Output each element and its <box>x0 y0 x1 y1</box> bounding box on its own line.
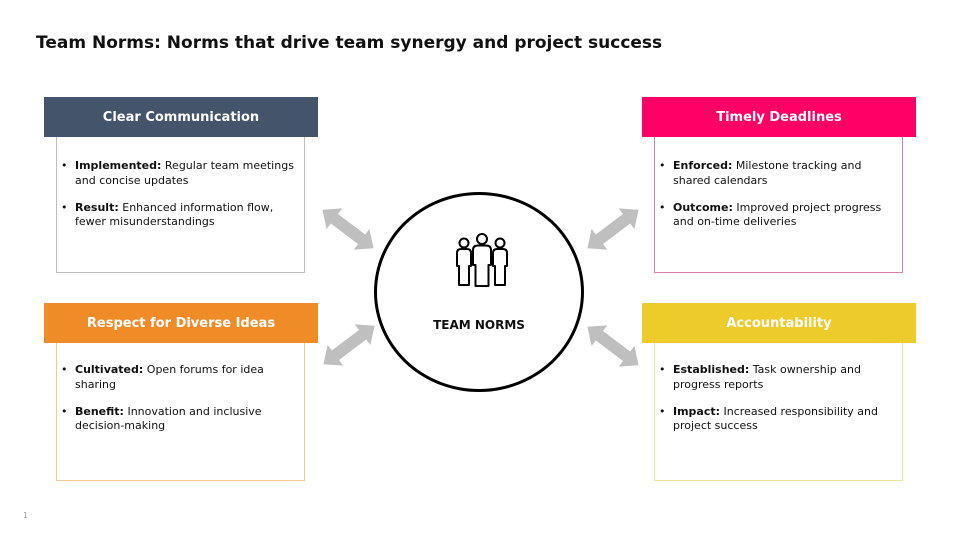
bullet-label: Outcome: <box>673 200 733 214</box>
bullet-text: Milestone tracking and shared calendars <box>673 159 862 187</box>
center-circle: TEAM NORMS <box>374 192 584 392</box>
bullet-item: Cultivated: Open forums for idea sharing <box>61 363 298 392</box>
bullet-item: Implemented: Regular team meetings and c… <box>61 159 298 188</box>
double-arrow-icon <box>314 199 382 259</box>
bullet-label: Implemented: <box>75 159 162 172</box>
card-body-respect-diverse-ideas: Cultivated: Open forums for idea sharing… <box>56 343 305 481</box>
card-respect-diverse-ideas: Respect for Diverse Ideas Cultivated: Op… <box>44 303 318 481</box>
bullet-label: Enforced: <box>673 159 733 172</box>
card-header-accountability: Accountability <box>642 303 916 343</box>
bullet-item: Benefit: Innovation and inclusive decisi… <box>61 404 298 434</box>
slide-title: Team Norms: Norms that drive team synerg… <box>36 33 663 53</box>
bullet-label: Impact: <box>673 404 721 418</box>
bullet-item: Established: Task ownership and progress… <box>659 363 896 392</box>
bullet-item: Outcome: Improved project progress and o… <box>659 200 896 230</box>
bullet-label: Established: <box>673 363 750 376</box>
bullet-text: Enhanced information flow, fewer misunde… <box>75 200 274 229</box>
page-number: 1 <box>23 511 29 520</box>
bullet-item: Result: Enhanced information flow, fewer… <box>61 200 298 230</box>
bullet-label: Cultivated: <box>75 363 144 376</box>
card-header-timely-deadlines: Timely Deadlines <box>642 97 916 137</box>
bullet-label: Benefit: <box>75 404 124 418</box>
card-accountability: Accountability Established: Task ownersh… <box>642 303 916 481</box>
bullet-text: Task ownership and progress reports <box>673 363 861 391</box>
double-arrow-icon <box>315 315 383 375</box>
card-header-clear-communication: Clear Communication <box>44 97 318 137</box>
double-arrow-icon <box>579 316 647 376</box>
bullet-label: Result: <box>75 200 119 214</box>
center-label: TEAM NORMS <box>433 318 525 332</box>
card-header-respect-diverse-ideas: Respect for Diverse Ideas <box>44 303 318 343</box>
team-people-icon <box>456 233 508 287</box>
card-timely-deadlines: Timely Deadlines Enforced: Milestone tra… <box>642 97 916 273</box>
card-clear-communication: Clear Communication Implemented: Regular… <box>44 97 318 273</box>
card-body-clear-communication: Implemented: Regular team meetings and c… <box>56 137 305 273</box>
bullet-text: Innovation and inclusive decision-making <box>75 404 262 433</box>
card-body-timely-deadlines: Enforced: Milestone tracking and shared … <box>654 137 903 273</box>
bullet-text: Improved project progress and on-time de… <box>673 200 882 229</box>
double-arrow-icon <box>579 199 647 259</box>
bullet-item: Impact: Increased responsibility and pro… <box>659 404 896 434</box>
bullet-text: Increased responsibility and project suc… <box>673 404 878 433</box>
card-body-accountability: Established: Task ownership and progress… <box>654 343 903 481</box>
bullet-text: Open forums for idea sharing <box>75 363 264 391</box>
bullet-text: Regular team meetings and concise update… <box>75 159 294 187</box>
bullet-item: Enforced: Milestone tracking and shared … <box>659 159 896 188</box>
